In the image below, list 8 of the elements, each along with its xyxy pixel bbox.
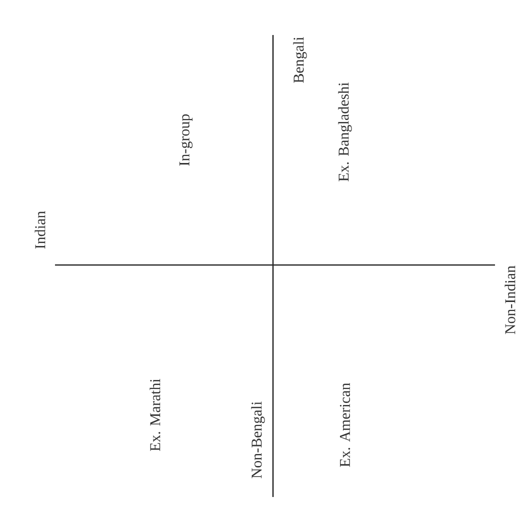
axis-label: Non-Indian	[504, 266, 516, 334]
axis-label: Ex. American	[340, 382, 350, 467]
axis-label: In-group	[179, 114, 193, 166]
axis-label: Ex. Bangladeshi	[338, 82, 352, 182]
axis-label: Ex. Marathi	[150, 378, 160, 452]
axis-label: Indian	[34, 211, 46, 249]
axis-label: Non-Bengali	[251, 402, 265, 478]
axis-label: Bengali	[293, 36, 307, 83]
